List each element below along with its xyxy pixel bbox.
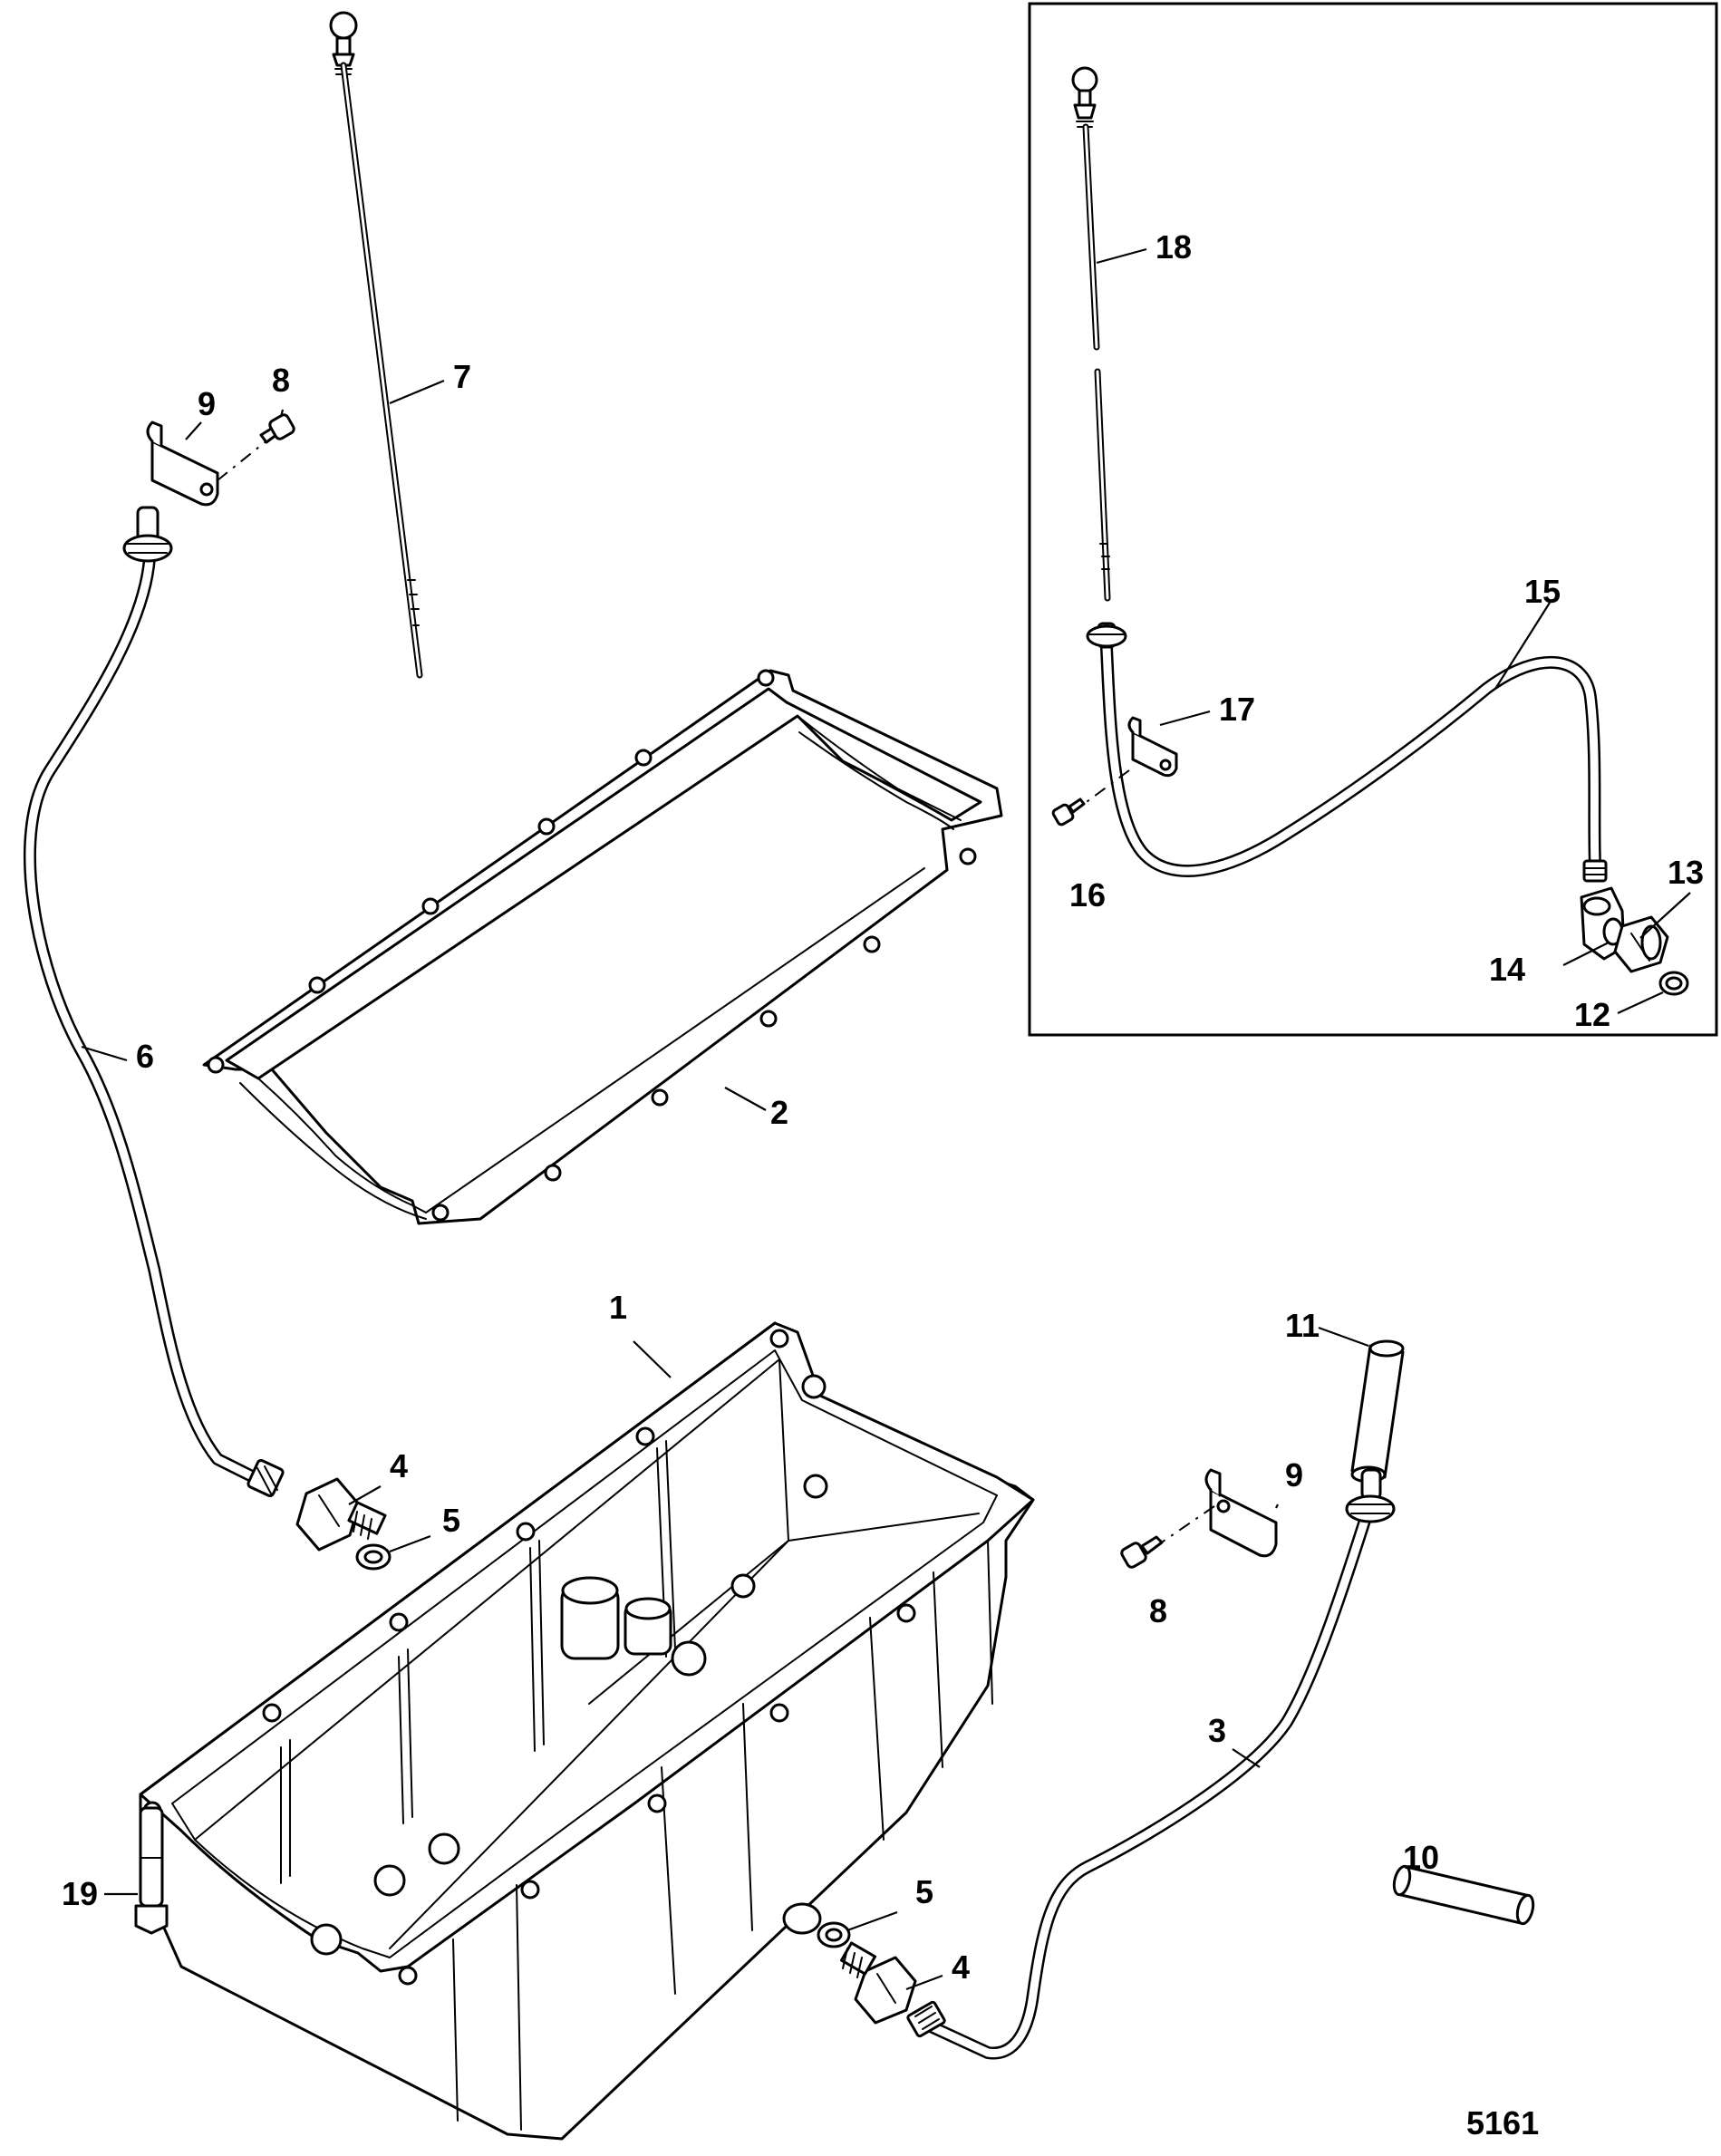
callout-2: 2 <box>770 1094 788 1131</box>
callout-6: 6 <box>136 1038 154 1075</box>
leader-lines <box>81 247 1691 1991</box>
callout-9-top: 9 <box>198 385 216 422</box>
dipstick-tube-part-15 <box>1086 622 1608 883</box>
callout-15: 15 <box>1524 573 1561 610</box>
callout-8-top: 8 <box>272 362 290 399</box>
clip-part-9-right <box>1204 1468 1278 1558</box>
callout-16: 16 <box>1069 876 1106 914</box>
sleeve-part-10 <box>1392 1864 1535 1926</box>
bolt-part-8-right <box>1120 1535 1164 1569</box>
dipstick-tube-part-6 <box>24 506 285 1498</box>
callout-8-right: 8 <box>1149 1592 1167 1629</box>
bolt-part-19 <box>134 1806 169 1935</box>
callout-9-right: 9 <box>1285 1456 1303 1494</box>
elbow-part-14 <box>1580 886 1626 961</box>
inset-frame <box>1028 2 1718 1037</box>
sleeve-part-11 <box>1350 1339 1405 1484</box>
callout-4-right: 4 <box>952 1948 970 1986</box>
callout-5-right: 5 <box>915 1873 933 1910</box>
bolt-part-8-top <box>259 413 295 444</box>
callout-5-left: 5 <box>442 1502 460 1539</box>
figure-number: 5161 <box>1466 2104 1539 2141</box>
callout-14: 14 <box>1489 951 1525 988</box>
oil-pan-part-1 <box>139 1321 1035 2141</box>
clip-part-17 <box>1127 716 1178 778</box>
dipstick-part-18 <box>1071 66 1111 602</box>
bolt-part-16 <box>1051 798 1086 827</box>
dipstick-tube-part-3 <box>906 1468 1396 2060</box>
callout-19: 19 <box>62 1875 98 1912</box>
gasket-part-2 <box>202 669 1003 1225</box>
callout-13: 13 <box>1668 854 1704 891</box>
callout-10: 10 <box>1403 1839 1439 1876</box>
clip-part-9-top <box>146 421 219 507</box>
callout-4-left: 4 <box>390 1447 408 1484</box>
callout-17: 17 <box>1219 691 1255 728</box>
callout-18: 18 <box>1155 228 1192 266</box>
washer-part-12 <box>1658 971 1689 996</box>
callout-3: 3 <box>1208 1712 1226 1749</box>
clip-bolt-axis-top <box>217 439 269 481</box>
adapter-part-4-right <box>840 1941 917 2025</box>
dipstick-part-7 <box>329 11 423 679</box>
callout-1: 1 <box>609 1289 627 1326</box>
washer-part-5-left <box>355 1543 392 1571</box>
adapter-part-4-left <box>295 1477 387 1552</box>
callout-11: 11 <box>1285 1307 1320 1344</box>
clip-bolt-axis-inset <box>1076 769 1130 810</box>
washer-part-5-right <box>817 1921 851 1948</box>
adapter-part-13 <box>1613 915 1669 973</box>
callout-7: 7 <box>453 358 471 395</box>
callout-12: 12 <box>1574 996 1610 1033</box>
